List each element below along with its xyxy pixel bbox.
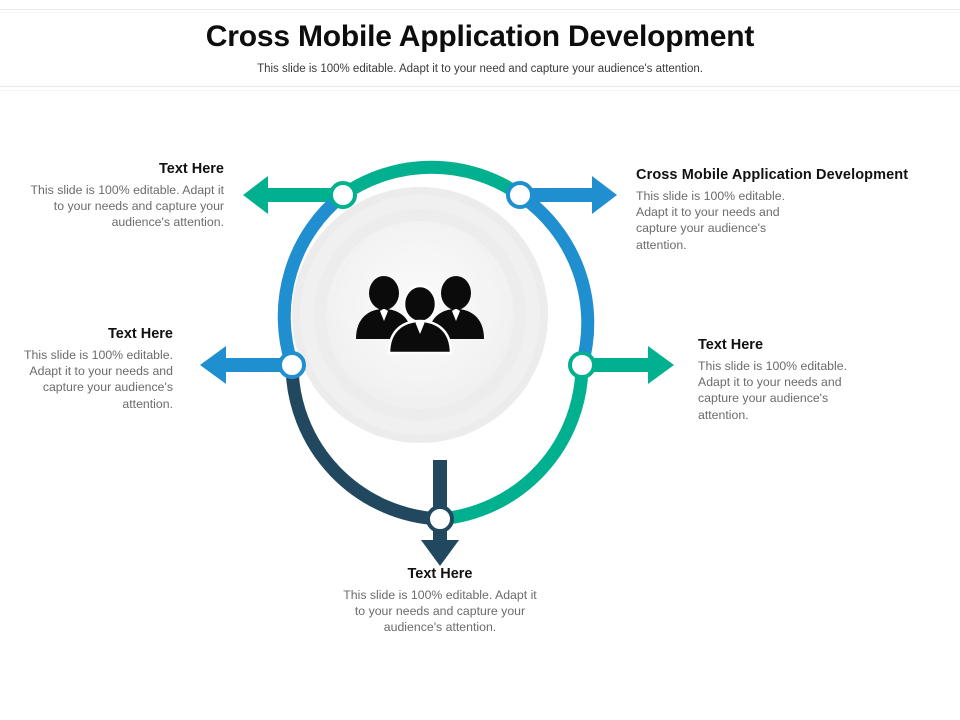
- callout-bottom-body: This slide is 100% editable. Adapt it to…: [343, 588, 537, 635]
- team-people-icon: [356, 276, 484, 355]
- diagram-stage: Text Here This slide is 100% editable. A…: [0, 100, 960, 680]
- node-top-right[interactable]: [506, 181, 534, 209]
- header-divider-top: [0, 9, 960, 10]
- node-mid-left[interactable]: [278, 351, 306, 379]
- callout-bottom: Text Here This slide is 100% editable. A…: [340, 565, 540, 636]
- node-top-left[interactable]: [329, 181, 357, 209]
- page-title: Cross Mobile Application Development: [205, 20, 755, 53]
- node-bottom[interactable]: [426, 505, 454, 533]
- callout-mid-left-title: Text Here: [107, 326, 173, 342]
- arrow-mid-left: [200, 346, 292, 384]
- callout-mid-left-body: This slide is 100% editable. Adapt it to…: [23, 348, 173, 411]
- callout-top-left-body: This slide is 100% editable. Adapt it to…: [30, 183, 224, 230]
- callout-top-right-body: This slide is 100% editable. Adapt it to…: [636, 189, 786, 252]
- circular-process-diagram: [200, 160, 674, 566]
- callout-mid-right-body: This slide is 100% editable. Adapt it to…: [698, 359, 848, 422]
- node-mid-right[interactable]: [568, 351, 596, 379]
- arrow-top-left: [243, 176, 340, 214]
- callout-top-right-title: Cross Mobile Application Development: [636, 167, 909, 183]
- callout-mid-right-title: Text Here: [698, 337, 764, 353]
- callout-top-right: Cross Mobile Application Development Thi…: [636, 166, 946, 253]
- segment-bottom-teal: [439, 364, 589, 526]
- segment-top-green: [339, 160, 524, 201]
- header-divider-bottom-2: [0, 90, 960, 91]
- slide-header: Cross Mobile Application Development Thi…: [0, 18, 960, 76]
- segment-left-blue: [277, 189, 348, 368]
- arrow-top-right: [520, 176, 617, 214]
- callout-mid-left: Text Here This slide is 100% editable. A…: [0, 325, 173, 412]
- header-divider-bottom: [0, 86, 960, 87]
- callout-mid-right: Text Here This slide is 100% editable. A…: [698, 336, 898, 423]
- callout-top-left: Text Here This slide is 100% editable. A…: [22, 160, 224, 231]
- callout-bottom-title: Text Here: [407, 566, 473, 582]
- arrow-mid-right: [582, 346, 674, 384]
- segment-bottomleft-navy: [285, 364, 441, 526]
- header-divider-top-2: [0, 12, 960, 13]
- callout-top-left-title: Text Here: [158, 161, 224, 177]
- segment-right-blue: [516, 189, 595, 367]
- page-subtitle: This slide is 100% editable. Adapt it to…: [257, 63, 703, 75]
